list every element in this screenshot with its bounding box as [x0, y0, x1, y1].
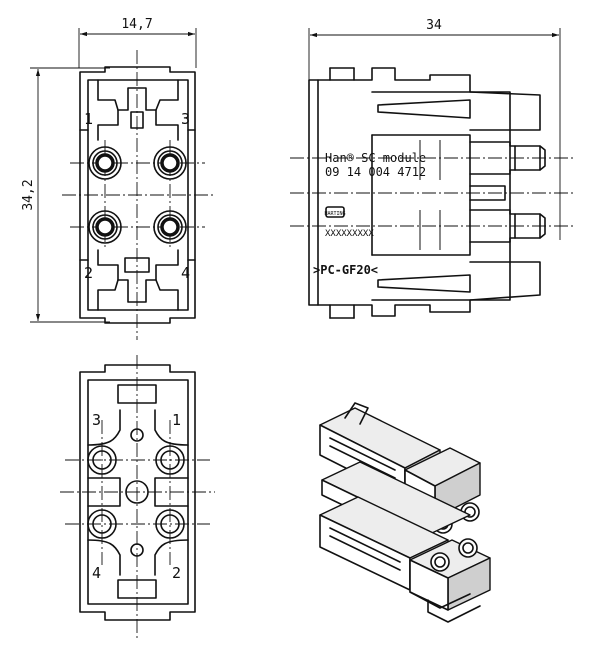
dimension-width: 14,7: [78, 17, 197, 68]
rear-contact-2: [155, 509, 185, 539]
side-material: >PC-GF20<: [313, 263, 378, 277]
front-contact-3: [153, 146, 187, 180]
rear-view: 3 1 4 2: [60, 355, 215, 640]
dimension-height: 34,2: [21, 67, 110, 323]
side-part-number: 09 14 004 4712: [325, 165, 426, 179]
isometric-view: [319, 402, 491, 623]
rear-label-3: 3: [92, 411, 101, 429]
dimension-length: 34: [308, 18, 561, 240]
harting-logo: [325, 206, 345, 218]
side-view: Han® SC module 09 14 004 4712 HARTING XX…: [290, 67, 575, 319]
side-module-name: Han® SC module: [325, 151, 426, 165]
side-code: XXXXXXXXX: [325, 229, 374, 239]
side-pin-upper: [469, 141, 546, 175]
dimension-height-label: 34,2: [21, 179, 36, 210]
front-label-4: 4: [181, 264, 190, 282]
front-contact-1: [88, 146, 122, 180]
front-label-3: 3: [181, 110, 190, 128]
dimension-width-label: 14,7: [121, 17, 152, 32]
harting-logo-text: HARTING: [324, 211, 345, 217]
front-view: 1 3 2 4: [62, 50, 213, 340]
rear-contact-3: [87, 445, 117, 475]
front-label-2: 2: [84, 264, 93, 282]
rear-label-4: 4: [92, 564, 101, 582]
front-label-1: 1: [84, 110, 93, 128]
dimension-length-label: 34: [426, 18, 442, 33]
side-pin-lower: [469, 209, 546, 243]
rear-label-2: 2: [172, 564, 181, 582]
front-contact-4: [153, 210, 187, 244]
rear-contact-1: [155, 445, 185, 475]
front-contact-2: [88, 210, 122, 244]
rear-label-1: 1: [172, 411, 181, 429]
rear-contact-4: [87, 509, 117, 539]
